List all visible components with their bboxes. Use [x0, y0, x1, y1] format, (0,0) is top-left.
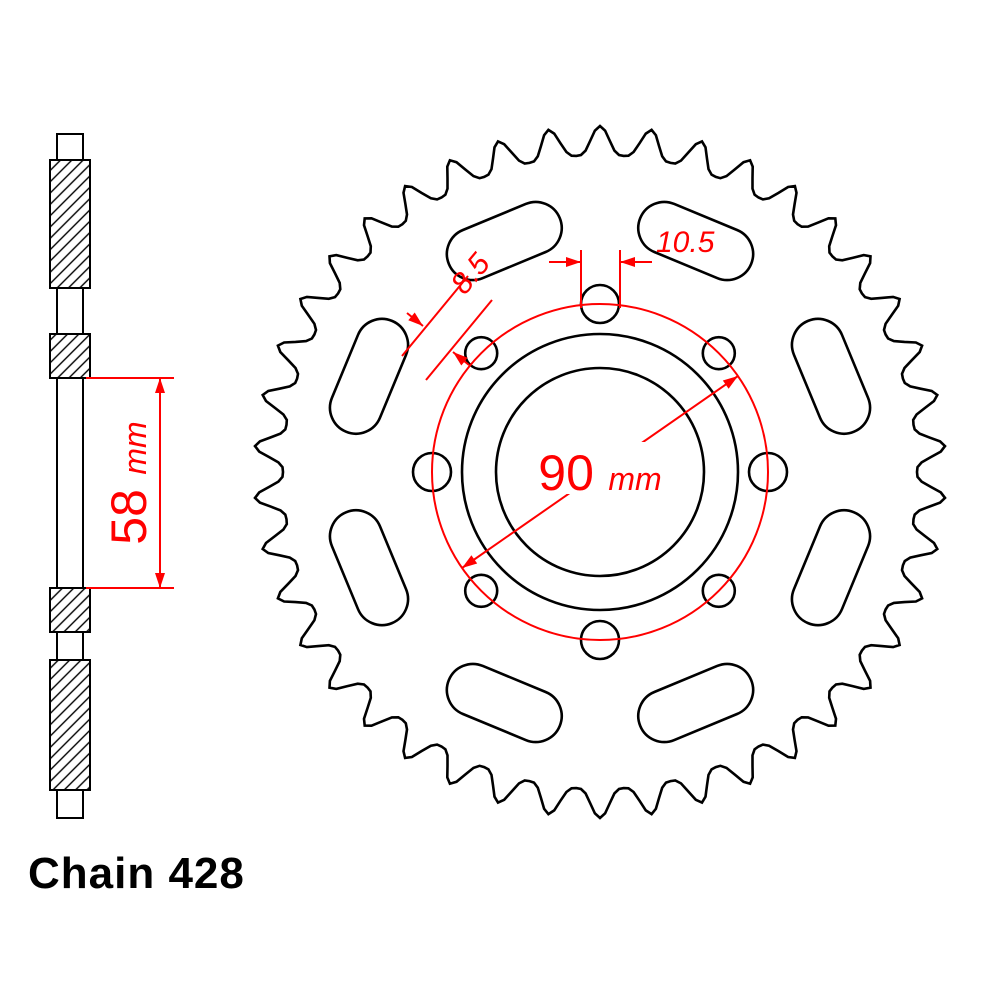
dimension-arrowhead — [155, 378, 165, 393]
chain-spec-label: Chain 428 — [28, 849, 245, 898]
dimension-text-knockout — [539, 442, 661, 494]
bolt-circle-dimension — [431, 303, 769, 641]
side-neck-lower — [56, 631, 84, 661]
dim-bolt-circle-label: 90 mm — [538, 445, 661, 501]
side-tooth-top — [56, 133, 84, 161]
dim-bore-unit: mm — [117, 421, 153, 474]
dimension-arrowhead — [722, 376, 738, 389]
dim-bore-label: 58 mm — [101, 421, 157, 544]
dimension-arrowhead — [620, 257, 635, 267]
dimension-arrowhead — [453, 352, 468, 366]
lightening-slot — [790, 317, 872, 436]
side-flange-upper — [49, 333, 91, 379]
dimension-arrowhead — [155, 573, 165, 588]
extension-line — [425, 299, 493, 381]
dim-bore-value: 58 — [101, 489, 157, 545]
side-tooth-bottom — [56, 789, 84, 819]
lightening-slot — [636, 662, 755, 744]
dim-large-hole-label: 10.5 — [656, 226, 715, 259]
dim-bolt-circle-unit: mm — [608, 461, 661, 497]
lightening-slot — [636, 200, 755, 282]
lightening-slot — [328, 508, 410, 627]
side-plate-lower — [49, 659, 91, 791]
side-flange-lower — [49, 587, 91, 633]
side-neck-upper — [56, 287, 84, 335]
sprocket-side-view — [49, 133, 91, 819]
dimension-arrowhead — [462, 555, 478, 568]
lightening-slot — [445, 200, 564, 282]
lightening-slot — [790, 508, 872, 627]
lightening-slot — [445, 662, 564, 744]
dim-bolt-circle-value: 90 — [538, 445, 594, 501]
extension-line — [401, 275, 469, 357]
side-hub-bore — [56, 377, 84, 589]
lightening-slot — [328, 317, 410, 436]
dimension-annotations: 90 mm 58 mm 8.5 10.5 — [86, 226, 769, 641]
dimension-arrowhead — [566, 257, 581, 267]
dimension-arrowhead — [408, 312, 423, 326]
side-plate-upper — [49, 159, 91, 289]
